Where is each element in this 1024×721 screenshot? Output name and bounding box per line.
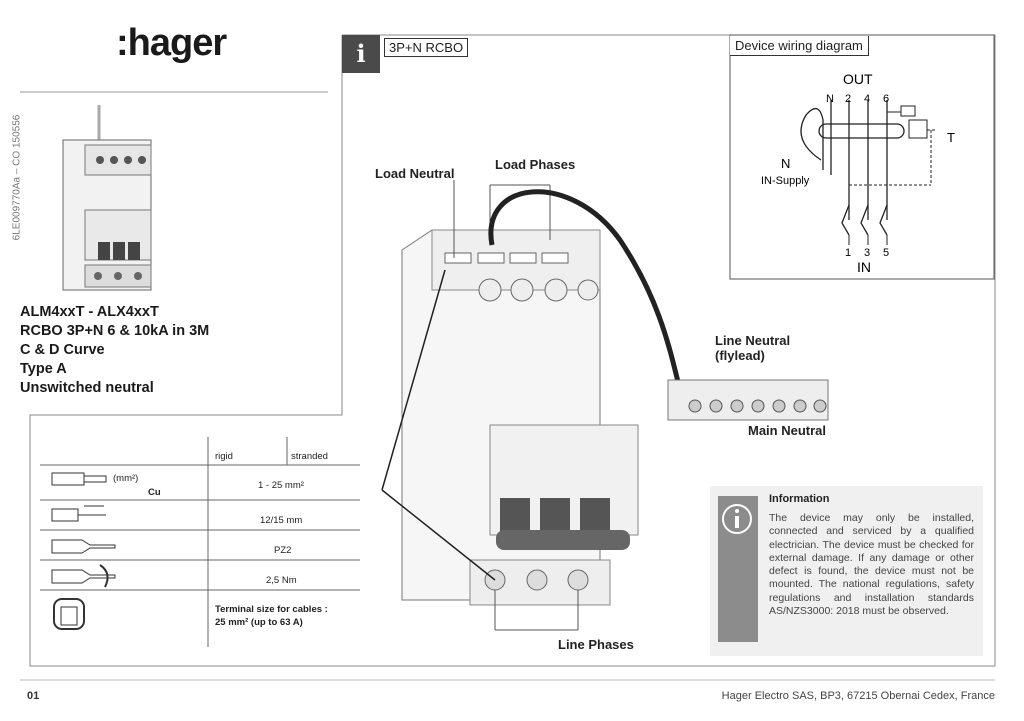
wiring-in-label: IN xyxy=(857,259,871,275)
table-value: PZ2 xyxy=(274,545,292,556)
torque-icon xyxy=(51,569,116,584)
cable-icon xyxy=(51,472,85,486)
product-line: Unswitched neutral xyxy=(20,380,154,396)
cable-unit: (mm²) xyxy=(113,473,139,484)
table-value: 12/15 mm xyxy=(260,515,303,526)
wiring-test-label: T xyxy=(947,130,955,145)
device-drawing xyxy=(381,180,829,631)
strip-length-icon xyxy=(51,508,79,522)
flylead-label: (flylead) xyxy=(715,348,765,363)
page-number: 01 xyxy=(27,690,40,702)
wiring-out-label: OUT xyxy=(843,71,873,87)
table-value: 1 - 25 mm² xyxy=(258,480,304,491)
wiring-diagram-title: Device wiring diagram xyxy=(730,36,869,56)
cable-material: Cu xyxy=(148,487,161,498)
product-line: RCBO 3P+N 6 & 10kA in 3M xyxy=(20,323,210,339)
load-neutral-label: Load Neutral xyxy=(375,166,455,181)
wiring-terminal-label: 6 xyxy=(883,93,889,105)
information-text: The device may only be installed, connec… xyxy=(769,512,974,618)
info-icon: i xyxy=(342,35,380,73)
wiring-terminal-label: 3 xyxy=(864,247,870,259)
main-neutral-label: Main Neutral xyxy=(748,423,827,438)
table-value: 2,5 Nm xyxy=(266,575,297,586)
terminal-icon xyxy=(53,598,85,630)
wiring-n-label: N xyxy=(781,156,790,171)
information-title: Information xyxy=(769,493,830,505)
load-phases-label: Load Phases xyxy=(495,157,576,172)
wiring-terminal-label: 2 xyxy=(845,93,851,105)
hager-logo: :hager xyxy=(116,22,227,64)
information-box xyxy=(710,486,983,656)
line-phases-label: Line Phases xyxy=(558,637,634,652)
wiring-diagram: OUT N 2 4 6 N IN-Supply T 1 3 5 IN xyxy=(761,71,955,275)
table-value: 25 mm² (up to 63 A) xyxy=(215,617,303,628)
wiring-terminal-label: 1 xyxy=(845,247,851,259)
specs-table xyxy=(40,437,360,647)
line-neutral-label: Line Neutral xyxy=(715,333,791,348)
info-circle-icon xyxy=(722,504,752,534)
product-line: ALM4xxT - ALX4xxT xyxy=(20,304,159,320)
table-header-stranded: stranded xyxy=(291,451,328,462)
wiring-supply-label: IN-Supply xyxy=(761,175,810,187)
product-thumbnail xyxy=(62,105,152,291)
screwdriver-icon xyxy=(51,539,116,554)
product-line: C & D Curve xyxy=(20,342,105,358)
document-code: 6LE009770Aa – CO 150556 xyxy=(11,114,23,241)
footer-address: Hager Electro SAS, BP3, 67215 Obernai Ce… xyxy=(721,690,995,702)
wiring-terminal-label: 5 xyxy=(883,247,889,259)
product-line: Type A xyxy=(20,361,67,377)
table-value: Terminal size for cables : xyxy=(215,604,328,615)
product-description: ALM4xxT - ALX4xxT RCBO 3P+N 6 & 10kA in … xyxy=(20,303,209,398)
section-title: 3P+N RCBO xyxy=(384,38,469,57)
wiring-terminal-label: 4 xyxy=(864,93,870,105)
table-header-rigid: rigid xyxy=(215,451,233,462)
wiring-terminal-label: N xyxy=(826,93,834,105)
